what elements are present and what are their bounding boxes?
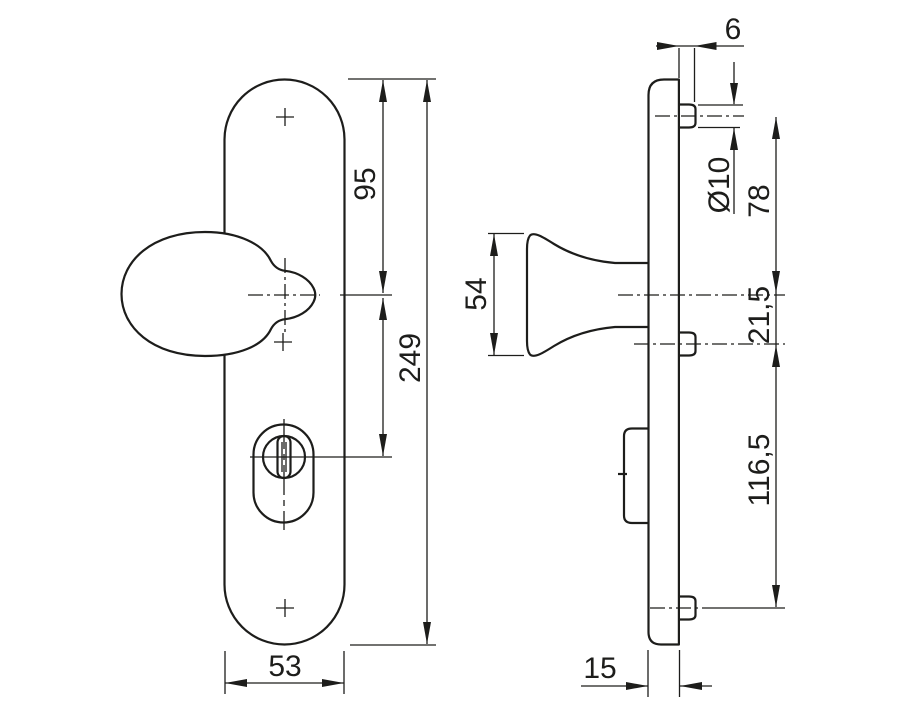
dim-label-dia10: Ø10 — [703, 157, 736, 214]
dimension-53: 53 — [224, 650, 345, 694]
knob-side-outline — [525, 233, 649, 357]
dim-label-53: 53 — [268, 650, 301, 683]
front-view: 95 249 53 — [120, 78, 436, 694]
mid-screw-cross — [274, 333, 292, 351]
side-view: 6 Ø10 78 21,5 116,5 — [460, 13, 785, 697]
dim-label-249: 249 — [394, 333, 427, 383]
dimension-54: 54 — [460, 232, 524, 357]
bottom-screw-cross — [276, 599, 294, 617]
dimension-249: 249 — [350, 80, 436, 646]
dimension-6: 6 — [656, 13, 744, 102]
dim-label-78: 78 — [743, 184, 776, 217]
dim-label-15: 15 — [583, 652, 616, 685]
dim-label-21-5: 21,5 — [743, 286, 776, 344]
dim-label-6: 6 — [725, 13, 742, 46]
dim-label-54: 54 — [460, 277, 493, 310]
top-screw-cross — [276, 108, 294, 126]
dim-label-95: 95 — [349, 167, 382, 200]
dimension-15: 15 — [581, 650, 712, 697]
side-plate-outline — [647, 78, 680, 646]
backplate-outline — [223, 78, 346, 646]
dimension-hole-diameter: Ø10 — [698, 62, 743, 214]
dimension-chain-right: 78 21,5 116,5 — [743, 117, 780, 607]
cylinder-housing-side — [622, 427, 649, 525]
dimension-95: 95 — [340, 78, 436, 456]
dim-label-116-5: 116,5 — [743, 434, 776, 507]
